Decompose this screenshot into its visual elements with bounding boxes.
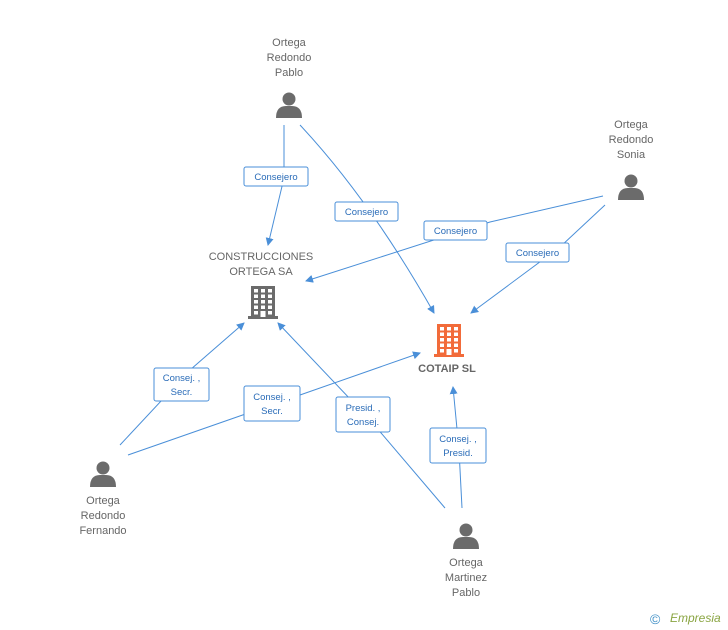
node-label: Ortega — [272, 37, 307, 49]
node-construcciones[interactable]: CONSTRUCCIONES ORTEGA SA — [209, 251, 314, 319]
edge-label[interactable]: Consej. , Secr. — [153, 367, 210, 402]
node-label: Pablo — [452, 587, 480, 599]
building-icon[interactable] — [248, 286, 278, 319]
brand-name: Empresia — [670, 611, 721, 625]
edge-label-box — [243, 166, 309, 187]
node-label: COTAIP SL — [418, 363, 476, 375]
edge-label-text: Consej. , — [439, 434, 477, 445]
node-label: Ortega — [449, 557, 484, 569]
node-label: ORTEGA SA — [229, 266, 293, 278]
copyright-symbol: © — [650, 611, 661, 627]
edge-label-box — [429, 427, 487, 464]
edge-label-box — [335, 396, 391, 433]
node-label: Martinez — [445, 572, 487, 584]
edge-label-text: Consejero — [516, 248, 559, 259]
node-label: CONSTRUCCIONES — [209, 251, 314, 263]
person-icon[interactable] — [276, 92, 302, 119]
edge-label-text: Secr. — [261, 406, 283, 417]
edge-labels-layer: ConsejeroConsejeroConsejeroConsejeroCons… — [153, 166, 570, 464]
node-label: Ortega — [614, 119, 649, 131]
edge-label-text: Consejero — [345, 207, 388, 218]
edge-label[interactable]: Presid. , Consej. — [335, 396, 391, 433]
edge-sonia-to-construcciones — [305, 195, 604, 283]
edge-label[interactable]: Consejero — [423, 220, 488, 241]
edge-label[interactable]: Consejero — [505, 242, 570, 263]
edge-label[interactable]: Consej. , Presid. — [429, 427, 487, 464]
node-label: Pablo — [275, 67, 303, 79]
edge-label-text: Consej. , — [163, 373, 201, 384]
edge-label-box — [423, 220, 488, 241]
node-label: Ortega — [86, 495, 121, 507]
edge-label-text: Consejero — [434, 226, 477, 237]
person-icon[interactable] — [453, 523, 479, 550]
footer-brand[interactable]: © Empresia — [650, 611, 721, 627]
person-icon[interactable] — [90, 461, 116, 488]
edge-label[interactable]: Consejero — [243, 166, 309, 187]
edge-label-box — [243, 385, 301, 422]
edge-label-box — [153, 367, 210, 402]
node-label: Redondo — [609, 134, 654, 146]
person-icon[interactable] — [618, 174, 644, 201]
edge-label-text: Consej. — [347, 417, 379, 428]
edge-label[interactable]: Consej. , Secr. — [243, 385, 301, 422]
node-label: Fernando — [79, 525, 126, 537]
building-icon[interactable] — [434, 324, 464, 357]
node-label: Redondo — [81, 510, 126, 522]
edge-label[interactable]: Consejero — [334, 201, 399, 222]
node-cotaip[interactable]: COTAIP SL — [418, 324, 476, 375]
nodes-layer: OrtegaRedondoPabloOrtegaRedondoSoniaOrte… — [79, 37, 653, 599]
edge-label-text: Presid. , — [346, 403, 381, 414]
edge-label-text: Presid. — [443, 448, 473, 459]
edge-label-text: Consejero — [254, 172, 297, 183]
edge-label-box — [505, 242, 570, 263]
edges-layer — [119, 124, 606, 509]
edge-label-box — [334, 201, 399, 222]
edge-label-text: Consej. , — [253, 392, 291, 403]
edge-label-text: Secr. — [171, 387, 193, 398]
node-label: Redondo — [267, 52, 312, 64]
node-label: Sonia — [617, 149, 646, 161]
